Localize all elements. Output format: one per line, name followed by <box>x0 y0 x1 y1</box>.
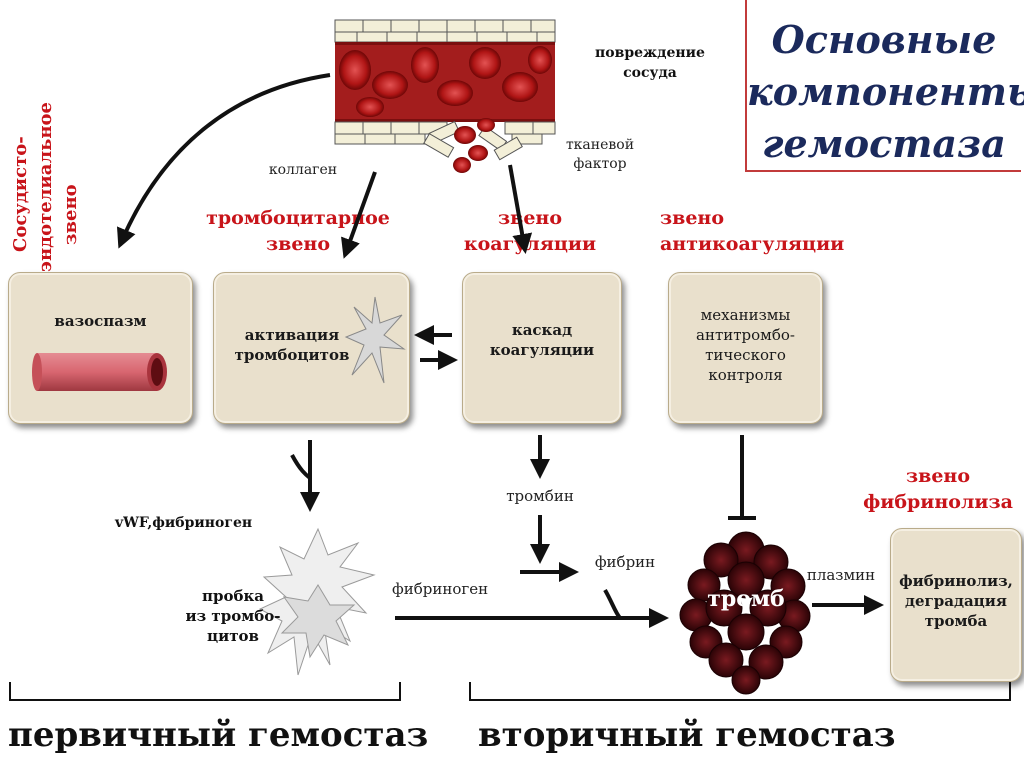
coagulation-cascade-card: каскад коагуляции <box>462 272 622 424</box>
title-box: Основные компоненты гемостаза <box>745 0 1024 172</box>
thrombus-label: тромб <box>707 586 785 612</box>
platelet-activation-card: активация тромбоцитов <box>213 272 410 424</box>
fibrin-label: фибрин <box>594 553 656 571</box>
secondary-hemostasis-label: вторичный гемостаз <box>478 715 896 755</box>
plasmin-label: плазмин <box>806 566 876 584</box>
primary-hemostasis-label: первичный гемостаз <box>8 715 429 755</box>
vwf-label: vWF,фибриноген <box>115 515 253 531</box>
thrombus-icon <box>679 531 811 695</box>
page-title: Основные компоненты гемостаза <box>747 17 1024 166</box>
tissue-factor-label: тканевой фактор <box>565 137 635 172</box>
coagulation-cascade-label: каскад коагуляции <box>489 321 595 359</box>
anticoagulation-section-label: звено антикоагуляции <box>660 207 845 255</box>
collagen-label: коллаген <box>268 162 338 178</box>
activated-platelet-icon <box>344 296 406 384</box>
fibrinogen-label: фибриноген <box>392 580 489 598</box>
fibrinolysis-section-label: звено фибринолиза <box>863 465 1013 513</box>
vessel-tube-icon <box>32 353 167 391</box>
vasospasm-card: вазоспазм <box>8 272 193 424</box>
platelet-activation-label: активация тромбоцитов <box>234 326 350 364</box>
fibrinolysis-card: фибринолиз, деградация тромба <box>890 528 1022 682</box>
fibrinolysis-label: фибринолиз, деградация тромба <box>899 572 1013 630</box>
platelet-plug-label: пробка из тромбо- цитов <box>185 587 281 645</box>
damaged-vessel-illustration <box>334 19 556 173</box>
antithrombotic-card: механизмы антитромбо- тического контроля <box>668 272 823 424</box>
vessel-damage-label: повреждение сосуда <box>595 45 705 81</box>
platelet-plug-icon <box>258 527 376 676</box>
vasospasm-label: вазоспазм <box>54 312 147 330</box>
thrombin-label: тромбин <box>506 487 574 505</box>
platelet-section-label: тромбоцитарное звено <box>206 207 390 255</box>
antithrombotic-label: механизмы антитромбо- тического контроля <box>696 306 795 384</box>
